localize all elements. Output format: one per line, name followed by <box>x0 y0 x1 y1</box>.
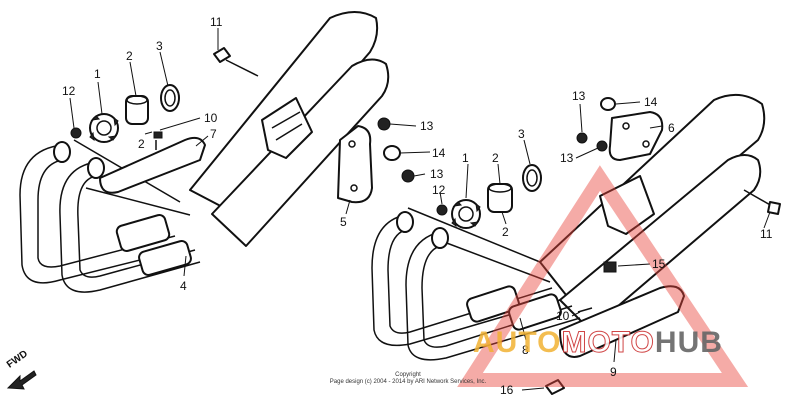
watermark-logo: AUTOMOTOHUB <box>473 326 723 360</box>
callout-14: 14 <box>644 95 658 109</box>
right-pipe-end-1 <box>396 211 414 233</box>
callout-3: 3 <box>518 127 525 141</box>
center-bracket-5 <box>337 125 373 204</box>
callout-13: 13 <box>420 119 434 133</box>
callout-13: 13 <box>560 151 574 165</box>
right-pipe-end-2 <box>431 227 449 249</box>
callout-2: 2 <box>502 225 509 239</box>
right-header-pipe-2 <box>405 231 581 361</box>
left-header-pipe-2-inner <box>77 175 196 278</box>
left-collar-1 <box>89 113 119 143</box>
bracket-5-hole-2 <box>350 184 358 192</box>
right-header-pipe-2-inner <box>421 245 573 348</box>
right-header-pipe-1 <box>371 214 561 347</box>
watermark-auto: AUTO <box>473 326 562 359</box>
right-collar-1 <box>451 199 481 229</box>
right-exhaust-assembly <box>337 93 781 395</box>
copyright-notice: Copyright Page design (c) 2004 - 2014 by… <box>318 372 498 386</box>
copyright-line-2: Page design (c) 2004 - 2014 by ARI Netwo… <box>329 379 487 385</box>
right-header-pipe-3 <box>407 207 551 283</box>
right-bracket-6-hole-2 <box>642 140 650 148</box>
callout-10: 10 <box>556 309 570 323</box>
callout-11: 11 <box>760 227 773 241</box>
left-collar-upper <box>115 214 171 252</box>
left-gasket-3 <box>160 84 180 112</box>
right-upper-muffler <box>539 93 766 301</box>
fwd-arrow-icon <box>6 370 37 390</box>
callout-10: 10 <box>204 111 218 125</box>
callout-1: 1 <box>462 151 469 165</box>
callout-9: 9 <box>610 365 617 379</box>
right-joint-2 <box>487 183 513 213</box>
copyright-line-1: Copyright <box>395 372 421 378</box>
left-exhaust-assembly <box>19 11 390 293</box>
left-bracket-detail <box>271 111 303 141</box>
callout-13: 13 <box>430 167 444 181</box>
callout-3: 3 <box>156 39 163 53</box>
left-header-pipe-2 <box>59 161 201 293</box>
leader-lines <box>69 28 771 391</box>
watermark-hub: HUB <box>654 326 723 359</box>
right-nut-13-a <box>576 132 588 144</box>
callout-5: 5 <box>340 215 347 229</box>
right-bolt-11 <box>743 189 781 215</box>
left-lower-muffler <box>211 58 390 247</box>
left-nut-12 <box>70 127 82 139</box>
callout-11: 11 <box>210 15 223 29</box>
left-bolt-11 <box>213 47 259 77</box>
callout-13: 13 <box>572 89 586 103</box>
callout-2: 2 <box>126 49 133 63</box>
callout-2: 2 <box>138 137 145 151</box>
left-pipe-end-2 <box>87 157 105 179</box>
callouts: 1 2 3 12 10 2 7 11 4 13 14 13 5 1 12 2 2… <box>62 15 773 397</box>
callout-12: 12 <box>62 84 76 98</box>
right-muffler-bracket <box>599 175 655 235</box>
left-joint-2 <box>125 95 149 125</box>
center-washer-14 <box>383 145 401 161</box>
callout-8: 8 <box>522 343 529 357</box>
left-heat-shield-7 <box>99 136 206 194</box>
left-header-pipe-1 <box>19 144 181 284</box>
nut-16 <box>545 379 565 395</box>
right-header-pipe-1-inner <box>387 229 553 334</box>
watermark-moto: MOTO <box>561 326 655 360</box>
bracket-5-hole-1 <box>348 140 356 148</box>
callout-12: 12 <box>432 183 446 197</box>
right-heat-shield-9 <box>559 285 685 358</box>
left-pipe-end-1 <box>53 141 71 163</box>
watermark-triangle <box>457 165 749 387</box>
right-lower-muffler <box>559 154 762 331</box>
right-collar-lower <box>508 293 562 331</box>
callout-6: 6 <box>668 121 675 135</box>
right-bolt-10 <box>577 307 593 313</box>
left-bolt-10 <box>153 131 163 139</box>
callout-14: 14 <box>432 146 446 160</box>
right-washer-14 <box>600 97 616 111</box>
right-nut-13-b <box>596 140 608 152</box>
left-gasket-3-inner <box>164 89 176 107</box>
callout-7: 7 <box>210 127 217 141</box>
right-nut-15 <box>603 261 617 273</box>
callout-1: 1 <box>94 67 101 81</box>
right-bracket-6 <box>608 111 664 161</box>
right-collar-upper <box>466 285 520 323</box>
right-gasket-3 <box>522 164 542 192</box>
callout-15: 15 <box>652 257 666 271</box>
right-gasket-3-inner <box>526 169 538 187</box>
center-nut-13-a <box>377 117 391 131</box>
left-header-pipe-1-inner <box>37 159 176 268</box>
left-collar-lower <box>138 239 192 277</box>
callout-2: 2 <box>492 151 499 165</box>
center-nut-13-b <box>401 169 415 183</box>
callout-16: 16 <box>500 383 514 397</box>
right-bracket-6-hole-1 <box>622 122 630 130</box>
right-nut-12 <box>436 204 448 216</box>
callout-4: 4 <box>180 279 187 293</box>
